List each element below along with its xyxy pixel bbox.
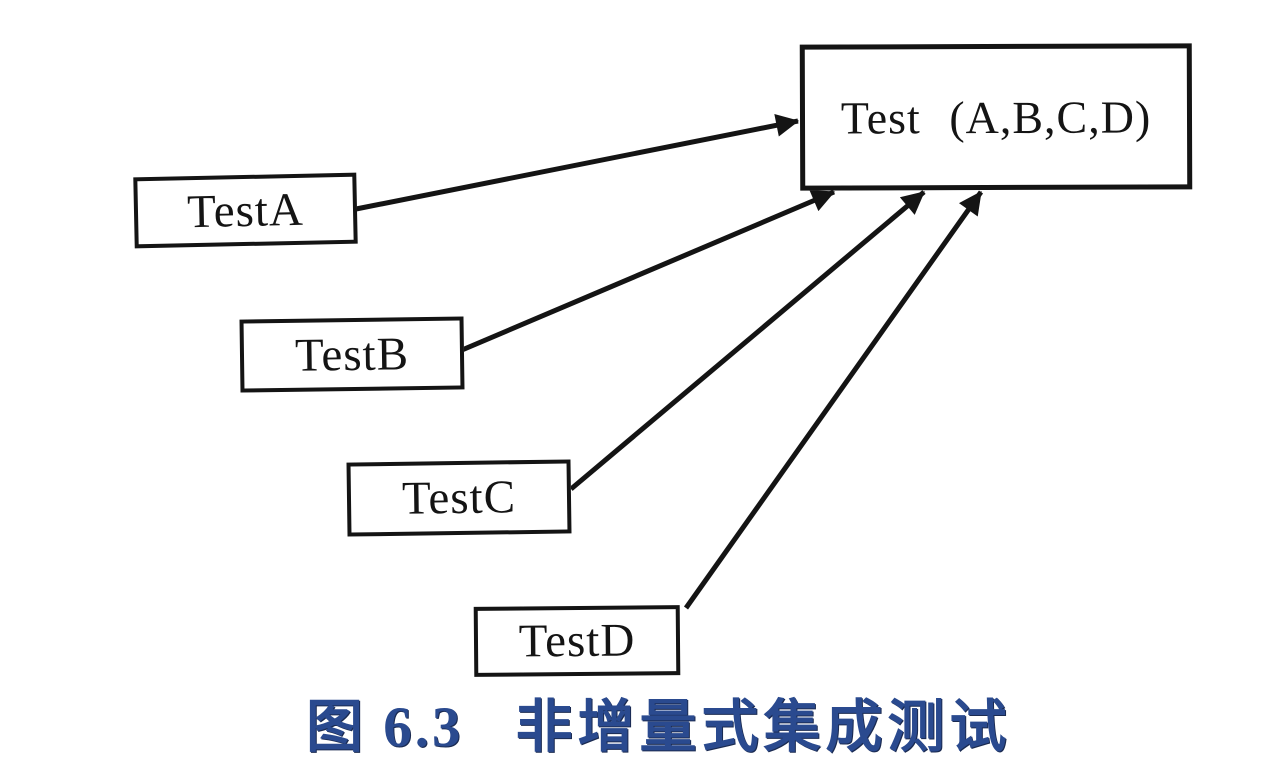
node-testc: TestC <box>346 459 572 537</box>
figure-title: 非增量式集成测试 <box>515 695 1012 759</box>
node-testa: TestA <box>133 172 358 249</box>
node-test-abcd-label: Test (A,B,C,D) <box>840 90 1152 144</box>
node-testb-label: TestB <box>294 327 410 382</box>
node-test-abcd: Test (A,B,C,D) <box>799 43 1193 191</box>
figure-number: 图 6.3 <box>306 696 464 759</box>
node-testc-label: TestC <box>401 471 517 525</box>
node-testa-label: TestA <box>186 183 305 238</box>
node-testd-label: TestD <box>518 614 636 668</box>
figure-caption: 图 6.3 非增量式集成测试 <box>306 682 1012 762</box>
arrow-testb-to-main <box>461 189 836 353</box>
arrow-testd-to-main <box>683 190 984 610</box>
arrow-testc-to-main <box>569 190 926 491</box>
arrow-testa-to-main <box>355 113 800 212</box>
node-testb: TestB <box>239 316 465 393</box>
node-testd: TestD <box>473 605 681 677</box>
